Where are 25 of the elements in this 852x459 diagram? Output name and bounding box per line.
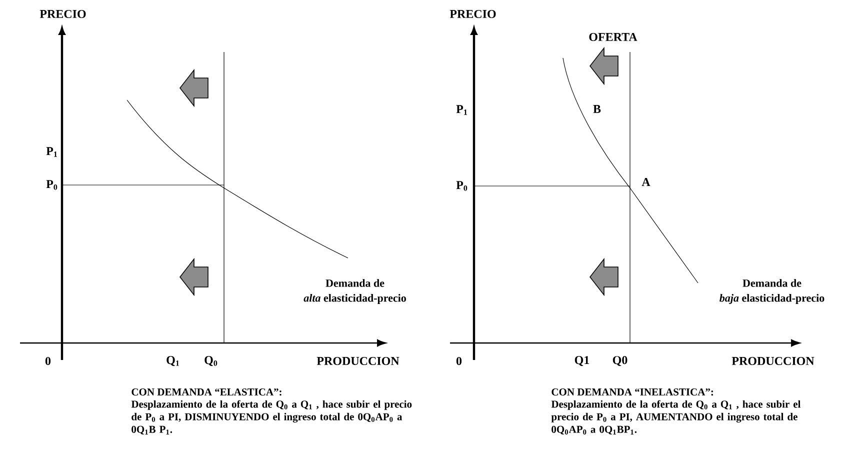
- point-label: A: [642, 178, 650, 186]
- axis-tick-label: Q1: [574, 356, 590, 366]
- axis-label: PRECIO: [40, 10, 86, 18]
- curve-label: OFERTA: [589, 32, 638, 42]
- axis-tick-label: P$_{0}$: [46, 180, 58, 190]
- axis-tick-label: Q0: [612, 356, 628, 366]
- axis-tick-label: P$_{1}$: [46, 147, 57, 157]
- axis-tick-label: 0: [456, 356, 462, 366]
- axis-tick-label: P$_{1}$: [456, 105, 467, 115]
- axis-tick-label: P$_{0}$: [456, 181, 468, 191]
- caption-text: Desplazamiento de la oferta de Q$_{0}$ a Q$_{1}$ , hace subir el precio de P$_{0}$ a PI, AUMENTANDO el ingreso total de 0Q$_{0}$AP$_{0}$ a 0Q$_{1}$BP$_{1}$.: [551, 400, 801, 435]
- curve-label: alta elasticidad-precio: [304, 294, 406, 304]
- caption-heading: CON DEMANDA “INELASTICA”:: [552, 388, 713, 396]
- curve-label: Demanda de: [742, 279, 802, 287]
- axis-label: PRODUCCION: [732, 356, 814, 366]
- curve-label: Demanda de: [326, 279, 384, 287]
- axis-tick-label: Q$_{1}$: [166, 356, 179, 366]
- caption-heading: CON DEMANDA “ELASTICA”:: [132, 388, 282, 396]
- axis-tick-label: 0: [45, 356, 51, 366]
- axis-label: PRECIO: [450, 10, 496, 18]
- point-label: B: [593, 105, 601, 113]
- caption-text: Desplazamiento de la oferta de Q$_{0}$ a Q$_{1}$ , hace subir el precio de P$_{0}$ a PI, DISMINUYENDO el ingreso total de 0Q$_{0}$AP$_{0}$ a 0Q$_{1}$B P$_{1}$.: [131, 400, 412, 434]
- axis-tick-label: Q$_{0}$: [204, 356, 218, 366]
- curve-label: baja elasticidad-precio: [720, 294, 824, 304]
- axis-label: PRODUCCION: [316, 356, 400, 366]
